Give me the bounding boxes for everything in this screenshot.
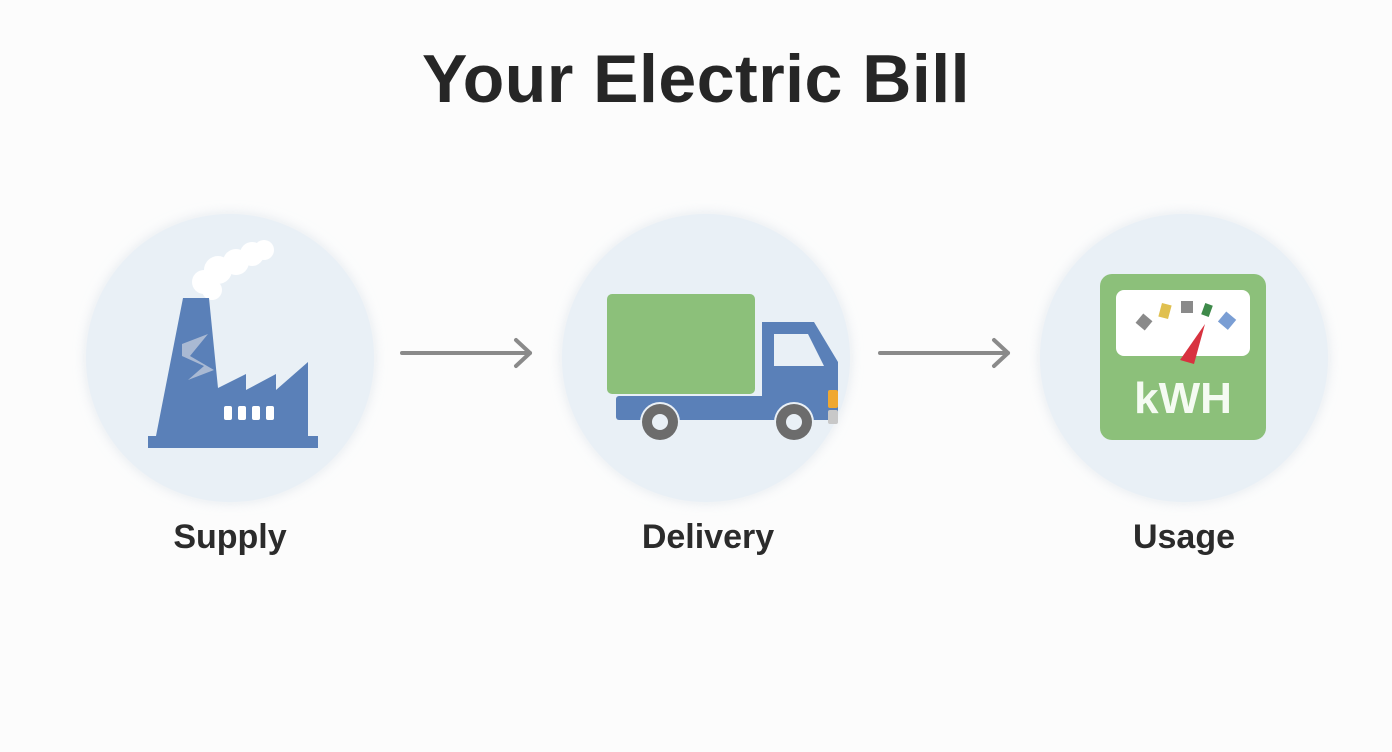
arrow-right-icon [878, 338, 1010, 368]
delivery-circle [562, 214, 850, 502]
step-label-usage: Usage [1132, 518, 1236, 556]
truck-icon [607, 294, 838, 442]
supply-circle [86, 214, 374, 502]
step-label-delivery: Delivery [641, 518, 775, 556]
meter-unit-label: kWH [1134, 374, 1232, 423]
factory-icon [148, 240, 318, 448]
usage-circle: kWH [1040, 214, 1328, 502]
arrow-right-icon [400, 338, 532, 368]
meter-icon [1100, 274, 1266, 440]
page-title: Your Electric Bill [421, 41, 971, 117]
step-label-supply: Supply [173, 518, 287, 556]
